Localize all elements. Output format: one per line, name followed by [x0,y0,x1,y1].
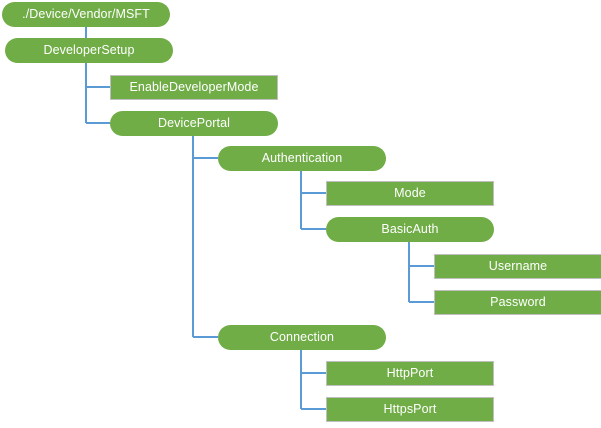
node-root[interactable]: ./Device/Vendor/MSFT [2,2,170,27]
node-httpsport[interactable]: HttpsPort [326,397,494,422]
node-developersetup[interactable]: DeveloperSetup [5,38,173,63]
node-deviceportal[interactable]: DevicePortal [110,111,278,136]
node-basicauth[interactable]: BasicAuth [326,217,494,242]
node-connection[interactable]: Connection [218,325,386,350]
node-password[interactable]: Password [434,290,601,315]
node-authentication[interactable]: Authentication [218,146,386,171]
node-mode[interactable]: Mode [326,181,494,206]
node-enabledevelopermode[interactable]: EnableDeveloperMode [110,75,278,100]
node-httpport[interactable]: HttpPort [326,361,494,386]
node-username[interactable]: Username [434,254,601,279]
